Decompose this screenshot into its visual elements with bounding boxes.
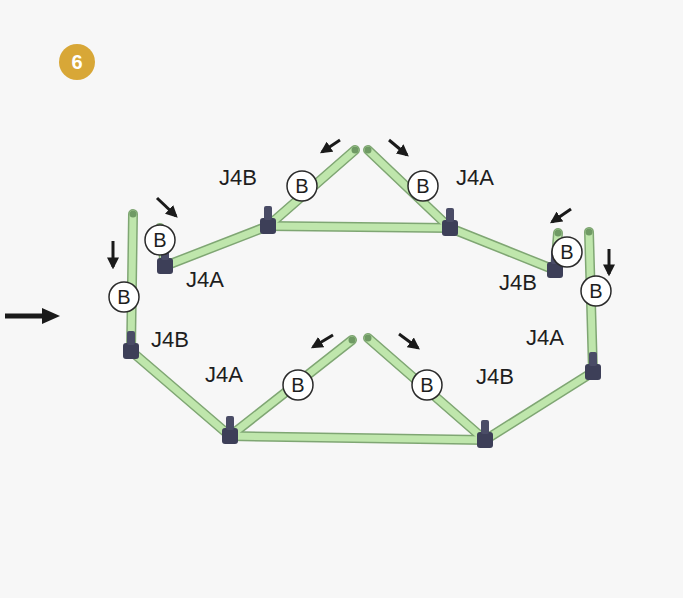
- tube: [268, 226, 450, 228]
- tube-outline: [368, 338, 485, 440]
- part-callout: B: [580, 275, 612, 307]
- tube-outline: [230, 340, 352, 436]
- step-number: 6: [58, 43, 96, 81]
- part-callout: B: [551, 236, 583, 268]
- part-callout: B: [411, 369, 443, 401]
- tube-end: [586, 229, 593, 236]
- circle-shape: [552, 237, 582, 267]
- tube-end: [349, 337, 356, 344]
- joints: [123, 206, 601, 448]
- connector-joint: [123, 343, 139, 359]
- callout-letter: B: [153, 230, 166, 250]
- part-label: J4B: [499, 272, 537, 294]
- connector-stub: [127, 331, 135, 345]
- tube: [450, 228, 555, 270]
- callout-letter: B: [589, 281, 602, 301]
- insert-arrow: [5, 308, 60, 324]
- part-callout: B: [286, 170, 318, 202]
- part-label: J4A: [205, 364, 243, 386]
- part-label: J4A: [526, 327, 564, 349]
- connector-stub: [226, 416, 234, 430]
- callout-letter: B: [295, 176, 308, 196]
- connector-stub: [589, 352, 597, 366]
- tube: [368, 338, 485, 440]
- tube-end: [352, 147, 359, 154]
- tube-outline: [165, 226, 268, 266]
- step-number-text: 6: [71, 52, 82, 72]
- part-callout: B: [407, 170, 439, 202]
- circle-shape: [145, 225, 175, 255]
- circle-shape: [408, 171, 438, 201]
- part-callout: B: [108, 281, 140, 313]
- circle-shape: [412, 370, 442, 400]
- circle-shape: [283, 370, 313, 400]
- tube-end: [365, 335, 372, 342]
- connector-joint: [222, 428, 238, 444]
- connector-joint: [477, 432, 493, 448]
- direction-arrows: [113, 140, 609, 348]
- callout-letter: B: [420, 375, 433, 395]
- part-callout: B: [282, 369, 314, 401]
- tube-outline: [368, 150, 450, 228]
- connector-joint: [157, 258, 173, 274]
- circle-shape: [109, 282, 139, 312]
- connector-joint: [585, 364, 601, 380]
- tube-end: [555, 230, 562, 237]
- tube-end: [130, 211, 137, 218]
- circle-shape: [287, 171, 317, 201]
- tube-frame: [130, 147, 594, 441]
- callout-letter: B: [416, 176, 429, 196]
- part-label: J4A: [456, 167, 494, 189]
- tube: [368, 150, 450, 228]
- tube-outline: [230, 436, 485, 440]
- tube: [230, 340, 352, 436]
- callout-letter: B: [291, 375, 304, 395]
- tube: [131, 214, 133, 351]
- tube: [268, 150, 355, 226]
- tube-outline: [450, 228, 555, 270]
- callout-letter: B: [117, 287, 130, 307]
- part-label: J4B: [219, 167, 257, 189]
- circle-shape: [581, 276, 611, 306]
- part-callout: B: [144, 224, 176, 256]
- circle-shape: [59, 44, 95, 80]
- tube-end: [365, 147, 372, 154]
- part-label: J4A: [186, 269, 224, 291]
- part-label: J4B: [476, 366, 514, 388]
- tube-outline: [268, 150, 355, 226]
- part-label: J4B: [151, 329, 189, 351]
- connector-stub: [446, 208, 454, 222]
- connector-joint: [442, 220, 458, 236]
- tube-outline: [268, 226, 450, 228]
- tube: [165, 226, 268, 266]
- connector-joint: [260, 218, 276, 234]
- tube: [230, 436, 485, 440]
- callout-letter: B: [560, 242, 573, 262]
- tube-outline: [131, 214, 133, 351]
- connector-stub: [264, 206, 272, 220]
- connector-stub: [481, 420, 489, 434]
